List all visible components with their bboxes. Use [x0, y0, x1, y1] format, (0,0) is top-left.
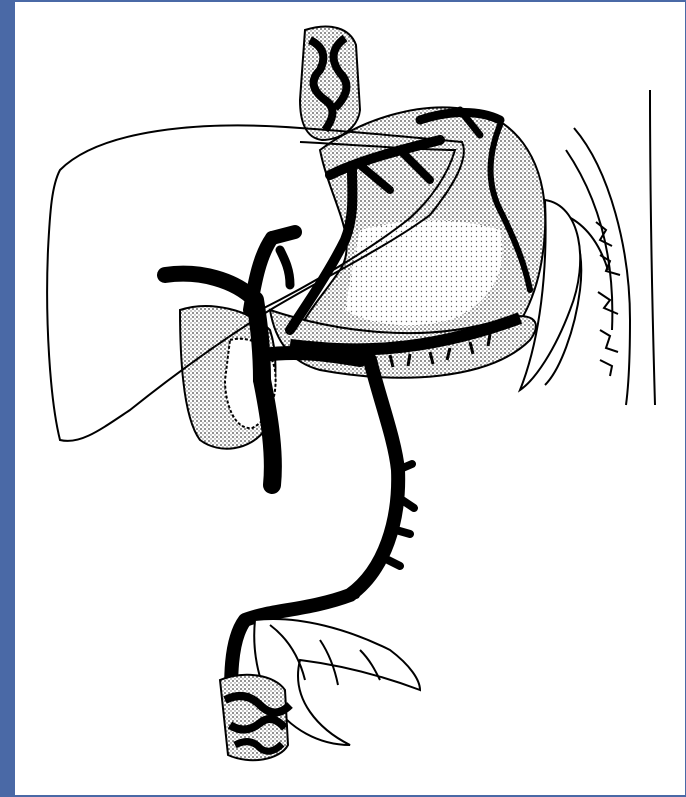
rectum: [220, 675, 290, 760]
esophagus: [300, 26, 360, 140]
anatomy-illustration: [15, 2, 685, 795]
